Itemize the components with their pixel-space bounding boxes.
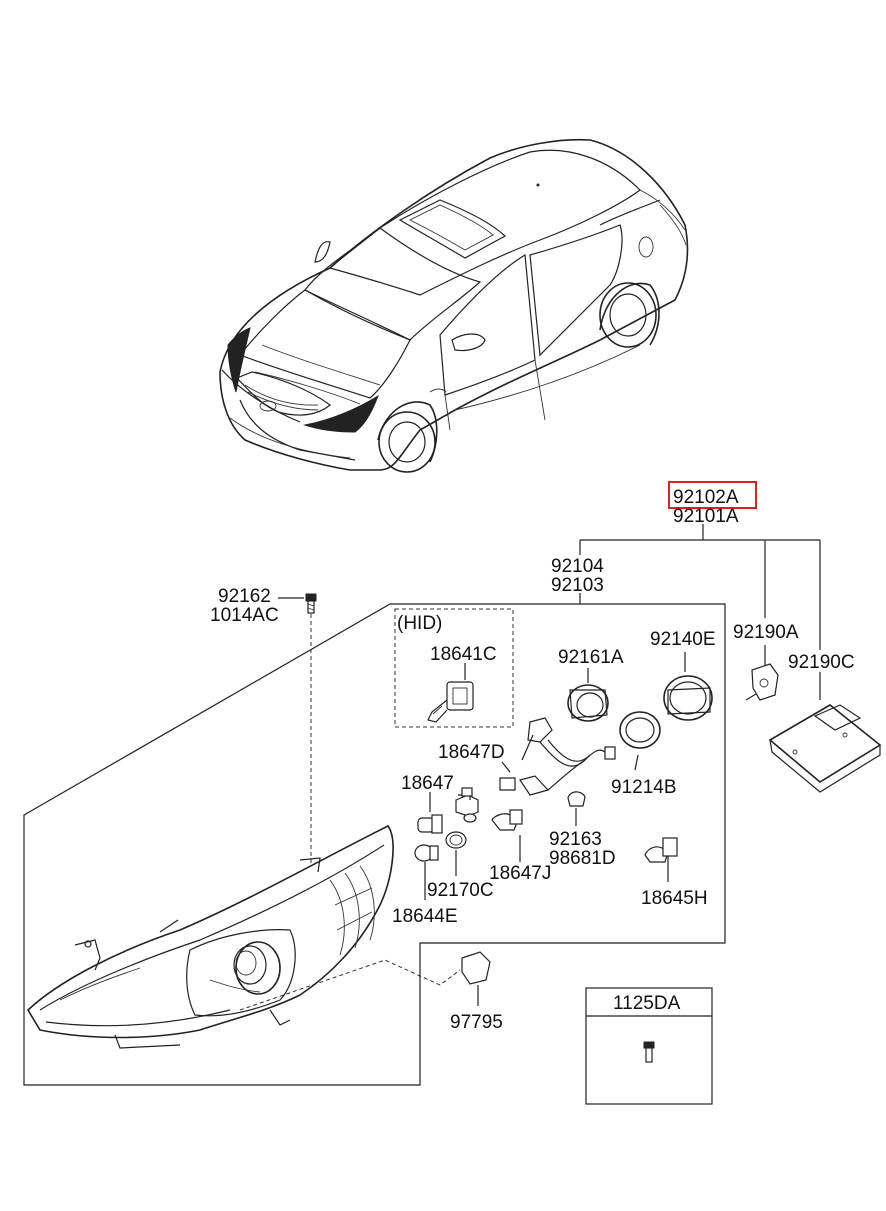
cap-ring-icon [619, 711, 661, 749]
label-screw-a: 92162 [218, 586, 271, 607]
assembly-frame [23, 603, 726, 1086]
socket-icon [445, 831, 467, 849]
headlamp-housing [26, 824, 394, 1049]
label-socket-d: 18647D [438, 742, 505, 763]
label-ballast-cover: 92190A [733, 622, 799, 643]
bolt-icon [643, 1041, 655, 1063]
label-socket-c: 92170C [427, 880, 494, 901]
label-housing-rh: 92103 [551, 575, 604, 596]
connector-icon [461, 951, 491, 985]
amber-bulb-icon [414, 844, 439, 862]
hid-bulb-icon [427, 681, 474, 723]
part-labels: 92102A 92101A 92104 92103 92162 1014AC (… [210, 487, 855, 1033]
wiring-harness [499, 717, 616, 796]
ballast-bracket-icon [745, 663, 779, 701]
label-assy-lh: 92102A [673, 487, 739, 508]
leader-lines [239, 481, 821, 1011]
car-illustration [219, 138, 689, 473]
label-hid: (HID) [397, 613, 442, 634]
label-socket-98681: 98681D [549, 848, 616, 869]
label-bulb-h: 18645H [641, 888, 708, 909]
grommet-icon [567, 791, 586, 807]
label-socket-a: 92161A [558, 647, 624, 668]
hid-group-box [394, 608, 514, 728]
bulb-j-icon [491, 809, 523, 831]
label-socket-92163: 92163 [549, 829, 602, 850]
bolt-box [585, 987, 713, 1105]
label-ballast: 92190C [788, 652, 855, 673]
bulb-h-icon [644, 837, 678, 863]
dust-cap-icon [663, 675, 713, 721]
label-connector: 97795 [450, 1012, 503, 1033]
socket-ring-icon [567, 684, 609, 722]
label-cap-b: 91214B [611, 777, 677, 798]
halogen-bulb-icon [455, 787, 479, 823]
label-housing-lh: 92104 [551, 556, 604, 577]
label-bulb-18647: 18647 [401, 773, 454, 794]
label-screw-b: 1014AC [210, 605, 279, 626]
parts [305, 593, 882, 985]
highlight-box [668, 481, 757, 509]
bulb-icon [417, 814, 443, 834]
label-hid-bulb: 18641C [430, 644, 497, 665]
label-bulb-e: 18644E [392, 906, 458, 927]
label-bolt-box: 1125DA [613, 993, 681, 1014]
ballast-icon [768, 704, 882, 793]
label-bulb-j: 18647J [489, 863, 551, 884]
label-cap-e: 92140E [650, 629, 716, 650]
label-assy-rh: 92101A [673, 506, 739, 527]
screw-icon [305, 593, 317, 614]
